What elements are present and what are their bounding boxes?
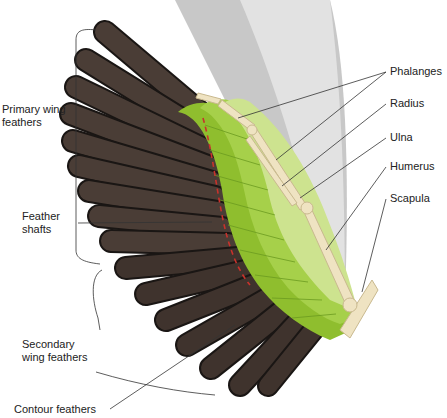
bone-label: Radius: [390, 97, 447, 110]
feather: [111, 241, 228, 244]
scapula-leader: [362, 199, 386, 292]
humerus-bone: [304, 208, 354, 305]
bracket-label: Primary wing feathers: [2, 103, 72, 129]
part-label: Feather shafts: [22, 210, 77, 236]
feather-outline: [268, 322, 320, 386]
bone-label: Scapula: [390, 192, 447, 205]
covert-line: [228, 225, 284, 240]
ulna-leader: [300, 138, 386, 198]
wrist-joint: [247, 125, 257, 135]
covert-line: [255, 275, 308, 282]
covert-line: [214, 175, 268, 190]
secondary-bracket-bottom: [96, 372, 215, 395]
bone-label: Humerus: [390, 160, 447, 173]
covert-line: [292, 314, 336, 318]
bracket-label: Secondary wing feathers: [22, 338, 97, 364]
bone-label: Phalanges: [390, 65, 447, 78]
bone-label: Ulna: [390, 131, 447, 144]
contour-leader: [110, 325, 235, 409]
primary-feathers: [71, 32, 228, 244]
phalanges-leader: [238, 72, 386, 118]
shoulder-joint: [343, 298, 357, 312]
phalanges-leader: [276, 72, 386, 160]
feather-shaft-line: [203, 118, 250, 285]
radius-leader: [282, 104, 386, 186]
feather: [268, 322, 320, 386]
covert-line: [240, 250, 295, 262]
secondary-bracket-top: [93, 270, 102, 330]
covert-line: [205, 125, 250, 140]
humerus-leader: [326, 167, 386, 250]
leader-lines: [76, 29, 386, 409]
part-label: Contour feathers: [14, 403, 134, 416]
covert-line: [220, 200, 275, 215]
covert-line: [272, 298, 322, 300]
primary-bracket: [76, 29, 100, 264]
covert-band-light: [222, 98, 358, 312]
feather-outline: [111, 241, 228, 244]
phalanx-bone: [196, 93, 221, 104]
radius-bone: [246, 136, 297, 206]
feather-shafts-leader: [78, 222, 212, 223]
ulna-bone: [250, 128, 307, 210]
covert-line: [210, 150, 260, 165]
elbow-joint: [301, 202, 313, 214]
